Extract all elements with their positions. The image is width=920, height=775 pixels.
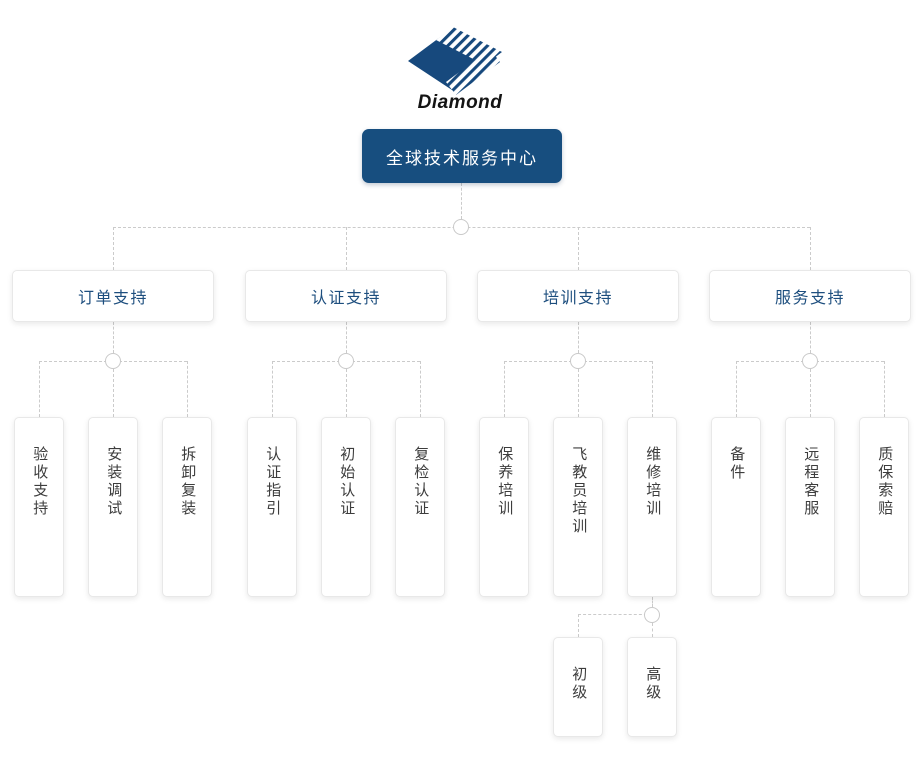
org-node-label: 认证支持: [310, 290, 381, 307]
org-node-flight-instructor-training: 飞教员培训: [553, 417, 603, 597]
connector-line: [461, 183, 462, 219]
org-node-maintenance-training: 保养培训: [479, 417, 529, 597]
org-node-spare-parts: 备件: [711, 417, 761, 597]
diamond-logo-icon: [408, 27, 502, 95]
connector-line: [884, 361, 885, 417]
org-node-label: 质保索赔: [876, 446, 894, 518]
connector-junction: [105, 353, 121, 369]
org-node-label: 初级: [570, 666, 588, 702]
org-node-recheck-certification: 复检认证: [395, 417, 445, 597]
connector-line: [272, 361, 273, 417]
org-node-certification-guide: 认证指引: [247, 417, 297, 597]
org-node-label: 初始认证: [338, 446, 356, 518]
org-node-installation-debugging: 安装调试: [88, 417, 138, 597]
connector-junction: [453, 219, 469, 235]
org-node-label: 认证指引: [264, 446, 282, 518]
connector-line: [578, 369, 579, 417]
org-node-label: 维修培训: [644, 446, 662, 518]
org-node-root: 全球技术服务中心: [362, 129, 562, 183]
org-node-label: 备件: [728, 446, 746, 482]
connector-line: [652, 361, 653, 417]
org-node-root-label: 全球技术服务中心: [386, 148, 538, 168]
org-node-label: 验收支持: [31, 446, 49, 518]
org-node-label: 培训支持: [542, 290, 613, 307]
connector-line: [39, 361, 40, 417]
org-node-certification-support: 认证支持: [245, 270, 447, 322]
connector-line: [810, 227, 811, 270]
org-node-acceptance-support: 验收支持: [14, 417, 64, 597]
connector-line: [578, 227, 579, 270]
connector-line: [346, 322, 347, 353]
org-node-label: 复检认证: [412, 446, 430, 518]
org-node-label: 订单支持: [77, 290, 148, 307]
org-node-label: 服务支持: [774, 290, 845, 307]
connector-line: [578, 614, 652, 615]
connector-junction: [644, 607, 660, 623]
org-node-label: 飞教员培训: [570, 446, 588, 536]
connector-line: [420, 361, 421, 417]
connector-line: [113, 322, 114, 353]
org-node-label: 高级: [644, 666, 662, 702]
org-node-order-support: 订单支持: [12, 270, 214, 322]
org-node-disassembly-reassembly: 拆卸复装: [162, 417, 212, 597]
org-node-training-support: 培训支持: [477, 270, 679, 322]
org-node-service-support: 服务支持: [709, 270, 911, 322]
connector-line: [346, 369, 347, 417]
brand-wordmark: Diamond: [417, 92, 503, 113]
connector-line: [113, 227, 114, 270]
org-node-label: 拆卸复装: [179, 446, 197, 518]
connector-line: [578, 614, 579, 637]
org-node-label: 远程客服: [802, 446, 820, 518]
org-node-initial-certification: 初始认证: [321, 417, 371, 597]
connector-line: [652, 597, 653, 607]
org-node-warranty-claims: 质保索赔: [859, 417, 909, 597]
org-node-remote-service: 远程客服: [785, 417, 835, 597]
connector-line: [187, 361, 188, 417]
connector-line: [810, 369, 811, 417]
connector-line: [113, 369, 114, 417]
connector-junction: [338, 353, 354, 369]
org-node-label: 保养培训: [496, 446, 514, 518]
org-node-beginner-level: 初级: [553, 637, 603, 737]
connector-junction: [570, 353, 586, 369]
connector-line: [736, 361, 737, 417]
org-node-advanced-level: 高级: [627, 637, 677, 737]
org-node-repair-training: 维修培训: [627, 417, 677, 597]
connector-line: [810, 322, 811, 353]
connector-line: [652, 623, 653, 637]
connector-junction: [802, 353, 818, 369]
connector-line: [504, 361, 505, 417]
connector-line: [346, 227, 347, 270]
org-node-label: 安装调试: [105, 446, 123, 518]
connector-line: [578, 322, 579, 353]
